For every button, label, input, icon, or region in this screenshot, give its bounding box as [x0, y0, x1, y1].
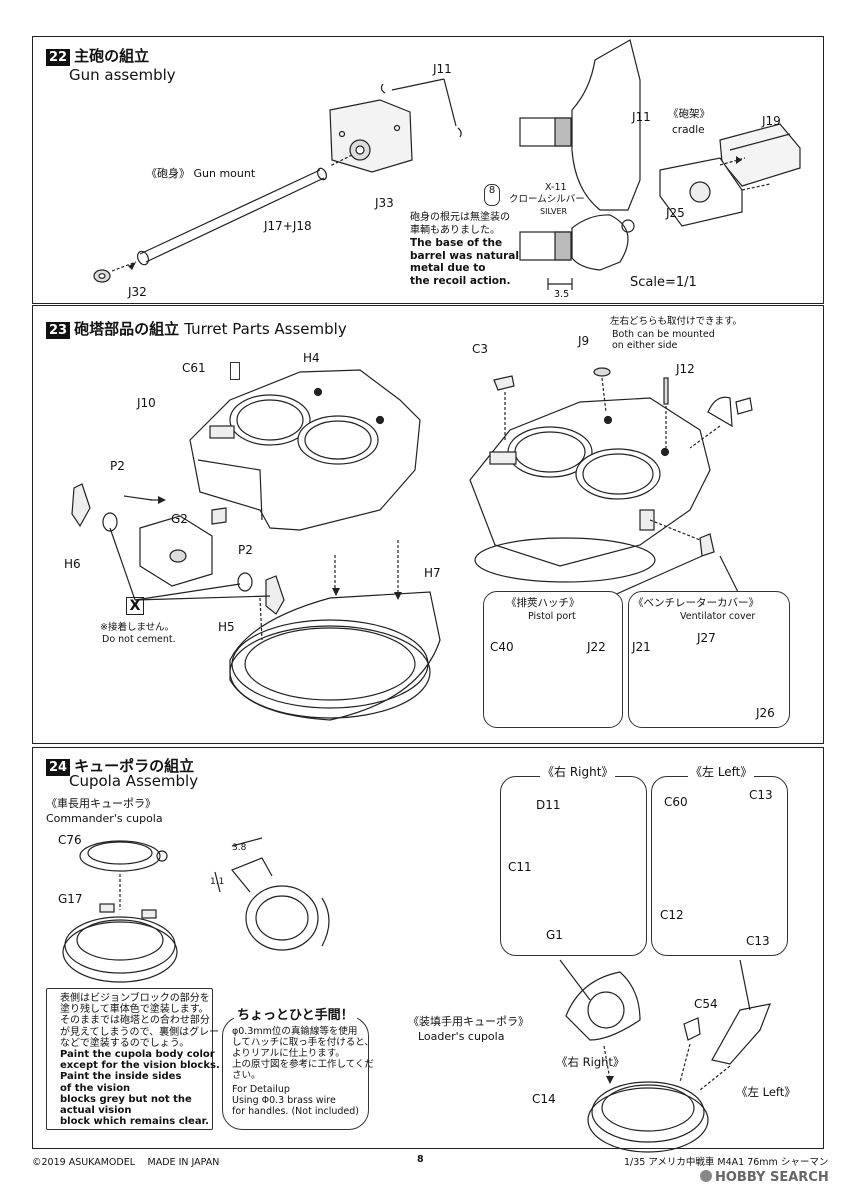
label-j19: J19	[762, 114, 781, 128]
label-c76: C76	[58, 833, 82, 847]
no-cement-jp: ※接着しません。	[100, 622, 175, 633]
label-c13-bottom: C13	[746, 934, 770, 948]
label-chrome-silver: クロームシルバー	[509, 194, 585, 205]
right-variant-title: 《右 Right》	[540, 765, 616, 779]
no-cement-en: Do not cement.	[102, 634, 176, 645]
label-h4: H4	[303, 351, 320, 365]
label-p2-top: P2	[110, 459, 125, 473]
ventilator-title-jp: 《ベンチレーターカバー》	[633, 597, 759, 609]
watermark-icon	[700, 1170, 712, 1182]
step-number-22: 22	[46, 49, 71, 66]
pistol-port-title-en: Pistol port	[528, 611, 576, 622]
paint-note-box	[46, 988, 213, 1130]
label-p2-bottom: P2	[238, 543, 253, 557]
either-side-en1: Both can be mounted	[612, 329, 715, 340]
label-cradle-en: cradle	[672, 124, 705, 136]
footer-copyright: ©2019 ASUKAMODEL MADE IN JAPAN	[32, 1157, 220, 1168]
label-j26: J26	[756, 706, 775, 720]
label-c61: C61	[182, 361, 206, 375]
label-g2: G2	[171, 512, 188, 526]
label-j9: J9	[578, 334, 590, 348]
section-22-title-en: Gun assembly	[69, 66, 176, 84]
label-j21: J21	[632, 640, 651, 654]
label-d11: D11	[536, 798, 561, 812]
label-silver: SILVER	[540, 207, 568, 216]
commander-cupola-en: Commander's cupola	[46, 812, 163, 825]
label-c12: C12	[660, 908, 684, 922]
label-c40: C40	[490, 640, 514, 654]
either-side-en2: on either side	[612, 340, 678, 351]
no-cement-icon: X	[126, 597, 144, 615]
label-cradle-jp: 《砲架》	[668, 108, 710, 120]
paint-pot-icon: 8	[484, 184, 500, 206]
label-x11: X-11	[545, 182, 567, 193]
label-c60: C60	[664, 795, 688, 809]
ventilator-cover-box	[628, 591, 790, 728]
pistol-port-title-jp: 《排莢ハッチ》	[506, 597, 580, 609]
label-c54: C54	[694, 997, 718, 1011]
label-j11-side: J11	[632, 110, 651, 124]
label-j17-j18: J17+J18	[264, 219, 312, 233]
right-variant-box	[500, 776, 647, 956]
label-j32: J32	[128, 285, 147, 299]
label-scale: Scale=1/1	[630, 275, 697, 290]
section-24-title-en: Cupola Assembly	[69, 772, 199, 790]
pistol-port-box	[483, 591, 623, 728]
turret-parts-drawing	[71, 367, 758, 723]
paint-note: 表側はビジョンブロックの部分を 塗り残して車体色で塗装します。 そのままでは砲塔…	[60, 993, 220, 1128]
step-number-23: 23	[46, 322, 71, 339]
c61-part	[230, 362, 240, 380]
loader-cupola-jp: 《装填手用キューポラ》	[408, 1015, 529, 1028]
left-variant-box	[651, 776, 788, 956]
label-j27: J27	[697, 631, 716, 645]
barrel-note: 砲身の根元は無塗装の 車輌もありました。 The base of the bar…	[410, 212, 519, 287]
title-jp: 主砲の組立	[74, 47, 150, 65]
label-j22: J22	[587, 640, 606, 654]
either-side-jp: 左右どちらも取付けできます。	[610, 316, 743, 327]
loader-cupola-en: Loader's cupola	[418, 1030, 505, 1043]
label-barrel: 《砲身》 Gun mount	[146, 167, 256, 180]
label-c3: C3	[472, 342, 489, 356]
label-c11: C11	[508, 860, 532, 874]
label-c13-top: C13	[749, 788, 773, 802]
label-j10: J10	[137, 396, 156, 410]
detail-tip: φ0.3mm位の真鍮線等を使用 してハッチに取っ手を付けると、 よりリアルに仕上…	[232, 1026, 374, 1117]
ventilator-title-en: Ventilator cover	[680, 611, 756, 622]
footer-product: 1/35 アメリカ中戦車 M4A1 76mm シャーマン	[624, 1157, 829, 1168]
loader-left-label: 《左 Left》	[736, 1085, 796, 1099]
footer-page-number: 8	[417, 1154, 424, 1165]
label-dim-1-1: 1.1	[210, 877, 225, 887]
label-j33: J33	[375, 196, 394, 210]
watermark: HOBBY SEARCH	[700, 1170, 829, 1185]
label-c14: C14	[532, 1092, 556, 1106]
step-number-24: 24	[46, 759, 71, 776]
label-h5: H5	[218, 620, 235, 634]
label-j25: J25	[666, 206, 685, 220]
label-h6: H6	[64, 557, 81, 571]
cupola-drawing	[62, 811, 771, 1153]
label-h7: H7	[424, 566, 441, 580]
label-j11: J11	[433, 62, 452, 76]
left-variant-title: 《左 Left》	[688, 765, 755, 779]
label-dim-3-8: 3.8	[232, 843, 247, 853]
label-dim-3-5: 3.5	[554, 289, 570, 300]
commander-cupola-jp: 《車長用キューポラ》	[46, 797, 156, 810]
label-g1: G1	[546, 928, 563, 942]
loader-right-label: 《右 Right》	[556, 1055, 625, 1069]
label-g17: G17	[58, 892, 83, 906]
tip-title: ちょっとひと手間！	[234, 1004, 357, 1023]
label-j12: J12	[676, 362, 695, 376]
gun-assembly-drawing	[93, 39, 801, 290]
